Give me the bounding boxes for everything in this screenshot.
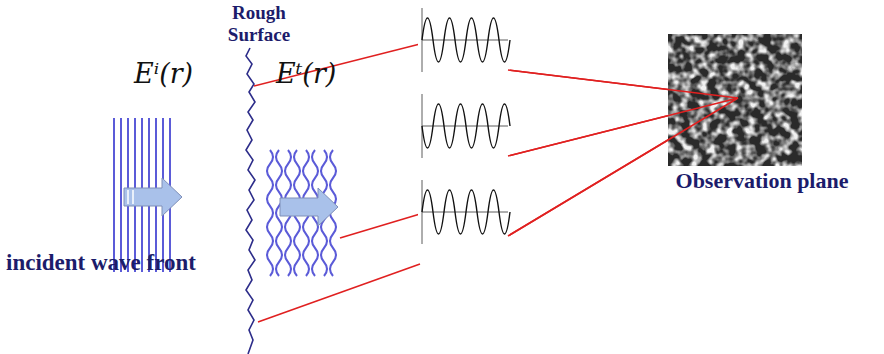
rough-surface — [246, 48, 255, 354]
field-label: Eⁱ(r) — [134, 58, 193, 89]
ray-line — [508, 98, 738, 236]
ray-line — [508, 98, 738, 156]
ray-line — [508, 70, 738, 98]
field-label: Eᵗ(r) — [276, 58, 336, 89]
propagation-arrow — [280, 188, 338, 226]
plane-label: Observation plane — [644, 168, 880, 193]
sine-plot — [418, 92, 510, 162]
ray-lines — [254, 44, 738, 322]
arrow-tail-mark — [132, 190, 134, 204]
wavefront-label: incident wave front — [6, 250, 196, 276]
propagation-arrow — [124, 178, 182, 216]
arrow-tail-mark — [127, 190, 129, 204]
sine-plot — [418, 178, 510, 248]
surface-label: Rough Surface — [214, 2, 304, 46]
sine-plot — [418, 6, 510, 76]
